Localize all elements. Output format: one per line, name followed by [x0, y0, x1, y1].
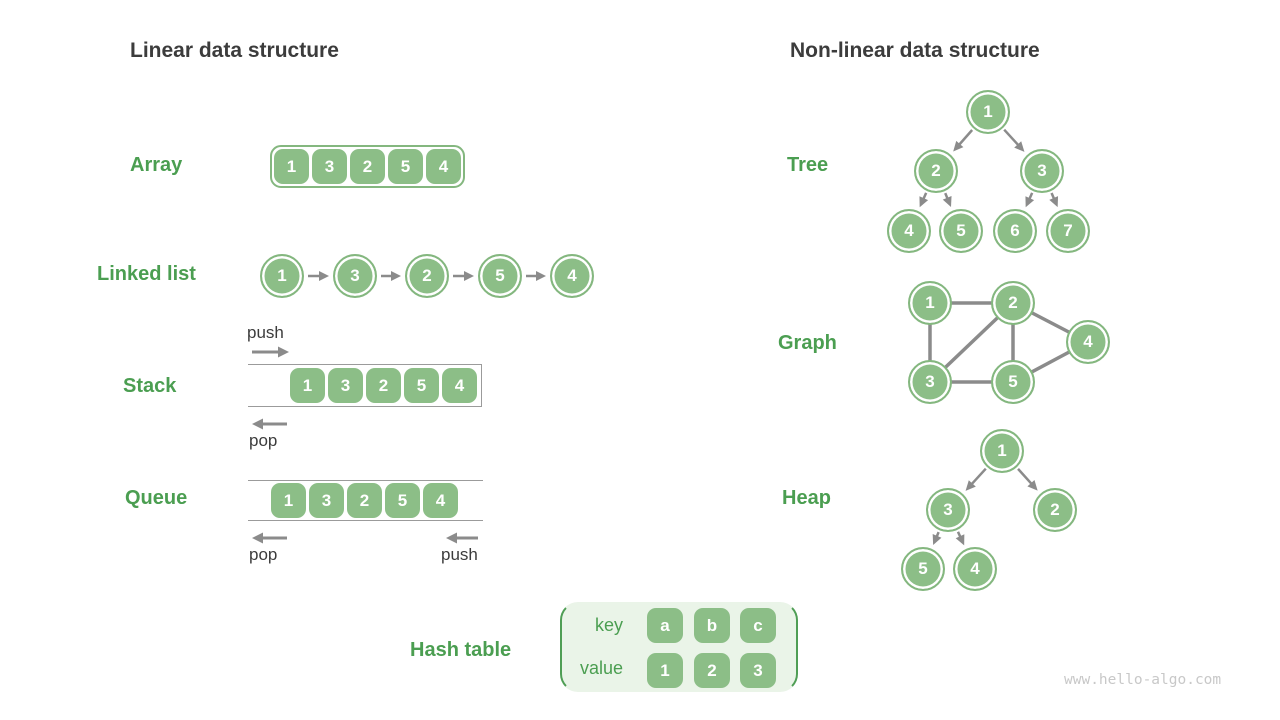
heap-edge-arrow	[932, 531, 942, 546]
heap-edge-arrow	[955, 531, 965, 546]
graph-node: 3	[908, 360, 952, 404]
graph-node: 4	[1066, 320, 1110, 364]
linked-list-node: 4	[550, 254, 594, 298]
linked-list-node: 2	[405, 254, 449, 298]
graph-node: 1	[908, 281, 952, 325]
tree-edge-arrow	[1025, 192, 1035, 208]
hash-value-header: value	[579, 658, 623, 678]
stack-label: Stack	[123, 375, 177, 397]
stack-pop-arrow	[252, 418, 287, 430]
hash-key-cell: b	[694, 608, 730, 643]
linked-list-arrow	[308, 271, 329, 281]
tree-edge-arrow	[919, 192, 929, 208]
tree-edge-arrow	[942, 192, 952, 207]
tree-label: Tree	[787, 154, 829, 176]
nonlinear-section-title: Non-linear data structure	[790, 39, 1040, 62]
heap-node: 3	[926, 488, 970, 532]
linked-list-arrow	[453, 271, 474, 281]
queue-pop-text: pop	[249, 545, 278, 564]
queue-pop-arrow	[252, 532, 287, 544]
graph-label: Graph	[778, 332, 837, 354]
queue-push-arrow	[446, 532, 478, 544]
queue-cell: 1	[271, 483, 306, 518]
array-label: Array	[130, 154, 183, 176]
tree-node: 3	[1020, 149, 1064, 193]
linked-list-arrow	[526, 271, 546, 281]
heap-node: 2	[1033, 488, 1077, 532]
queue-cell: 5	[385, 483, 420, 518]
hash-value-cell: 3	[740, 653, 776, 688]
hash-value-cell: 2	[694, 653, 730, 688]
heap-node: 4	[953, 547, 997, 591]
array-cell: 4	[426, 149, 461, 184]
linked-list-arrow	[381, 271, 401, 281]
graph-node: 2	[991, 281, 1035, 325]
linked-list-node: 1	[260, 254, 304, 298]
array-cell: 1	[274, 149, 309, 184]
queue-push-text: push	[441, 545, 478, 564]
stack-cell: 1	[290, 368, 325, 403]
array-cell: 5	[388, 149, 423, 184]
queue-cell: 4	[423, 483, 458, 518]
hash-value-cell: 1	[647, 653, 683, 688]
stack-cell: 2	[366, 368, 401, 403]
stack-cell: 5	[404, 368, 439, 403]
queue-cell: 2	[347, 483, 382, 518]
linked-list-label: Linked list	[97, 263, 196, 285]
tree-node: 5	[939, 209, 983, 253]
hash-table-label: Hash table	[410, 639, 512, 661]
stack-push-arrow	[252, 346, 289, 358]
stack-pop-text: pop	[249, 431, 278, 450]
watermark: www.hello-algo.com	[1064, 672, 1222, 688]
heap-node: 5	[901, 547, 945, 591]
tree-node: 1	[966, 90, 1010, 134]
tree-node: 2	[914, 149, 958, 193]
linked-list-node: 3	[333, 254, 377, 298]
tree-node: 7	[1046, 209, 1090, 253]
tree-node: 4	[887, 209, 931, 253]
tree-edge-arrow	[953, 129, 974, 152]
heap-edge-arrow	[1017, 468, 1038, 491]
queue-label: Queue	[125, 487, 188, 509]
stack-cell: 3	[328, 368, 363, 403]
tree-edge-arrow	[1003, 128, 1025, 152]
array-cell: 2	[350, 149, 385, 184]
linked-list-node: 5	[478, 254, 522, 298]
linear-section-title: Linear data structure	[130, 39, 339, 62]
graph-node: 5	[991, 360, 1035, 404]
hash-key-header: key	[594, 615, 623, 635]
stack-push-text: push	[247, 323, 284, 342]
hash-key-cell: c	[740, 608, 776, 643]
hash-key-cell: a	[647, 608, 683, 643]
queue-cell: 3	[309, 483, 344, 518]
heap-label: Heap	[782, 487, 831, 509]
stack-cell: 4	[442, 368, 477, 403]
array-cell: 3	[312, 149, 347, 184]
tree-node: 6	[993, 209, 1037, 253]
heap-node: 1	[980, 429, 1024, 473]
tree-edge-arrow	[1049, 192, 1059, 208]
heap-edge-arrow	[965, 467, 987, 491]
